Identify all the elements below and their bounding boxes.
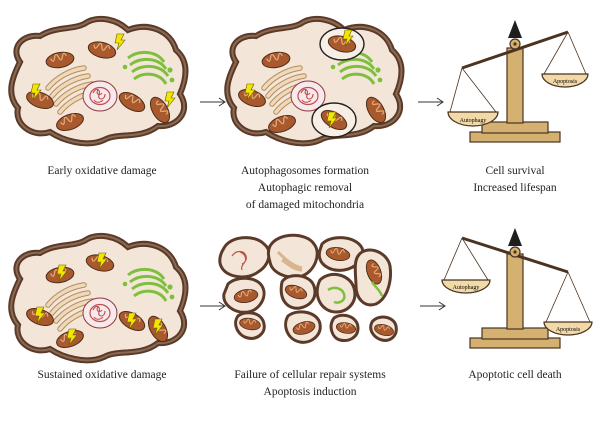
cell-sustained-damage — [11, 236, 185, 360]
caption-repair-failure: Failure of cellular repair systems Apopt… — [222, 367, 398, 401]
right-arrow-icon — [199, 97, 226, 107]
balance-scale-death: Autophagy Apoptosis — [441, 228, 593, 349]
apoptotic-body-contents — [231, 245, 396, 339]
caption-cell-survival: Cell survival Increased lifespan — [455, 163, 575, 197]
caption-line: Apoptosis induction — [263, 386, 357, 398]
apoptotic-body — [267, 233, 319, 279]
caption-line: of damaged mitochondria — [245, 199, 365, 211]
caption-early-damage: Early oxidative damage — [22, 163, 182, 180]
left-pan-label: Autophagy — [453, 285, 480, 291]
right-arrow-icon — [199, 301, 226, 311]
right-arrow-icon — [417, 97, 444, 107]
caption-line: Early oxidative damage — [47, 165, 157, 177]
nucleus-icon — [82, 297, 118, 329]
right-arrow-icon — [419, 301, 446, 311]
caption-autophagosome: Autophagosomes formation Autophagic remo… — [230, 163, 380, 214]
caption-line: Increased lifespan — [473, 182, 557, 194]
caption-apoptotic-death: Apoptotic cell death — [455, 367, 575, 384]
cell-autophagosome-formation — [227, 19, 401, 143]
caption-line: Autophagic removal — [257, 182, 353, 194]
cell-early-damage — [11, 19, 185, 143]
apoptotic-body — [315, 272, 357, 314]
left-pan-label: Autophagy — [460, 118, 487, 124]
caption-sustained-damage: Sustained oxidative damage — [17, 367, 187, 384]
apoptotic-body — [218, 236, 271, 279]
caption-line: Sustained oxidative damage — [37, 369, 167, 381]
nucleus-icon — [82, 80, 118, 112]
right-pan-label: Apoptosis — [556, 327, 581, 333]
balance-scale-survival: Autophagy Apoptosis — [447, 20, 589, 143]
caption-line: Cell survival — [485, 165, 545, 177]
caption-line: Autophagosomes formation — [240, 165, 370, 177]
right-pan-label: Apoptosis — [553, 79, 578, 85]
caption-line: Failure of cellular repair systems — [234, 369, 386, 381]
caption-line: Apoptotic cell death — [468, 369, 562, 381]
